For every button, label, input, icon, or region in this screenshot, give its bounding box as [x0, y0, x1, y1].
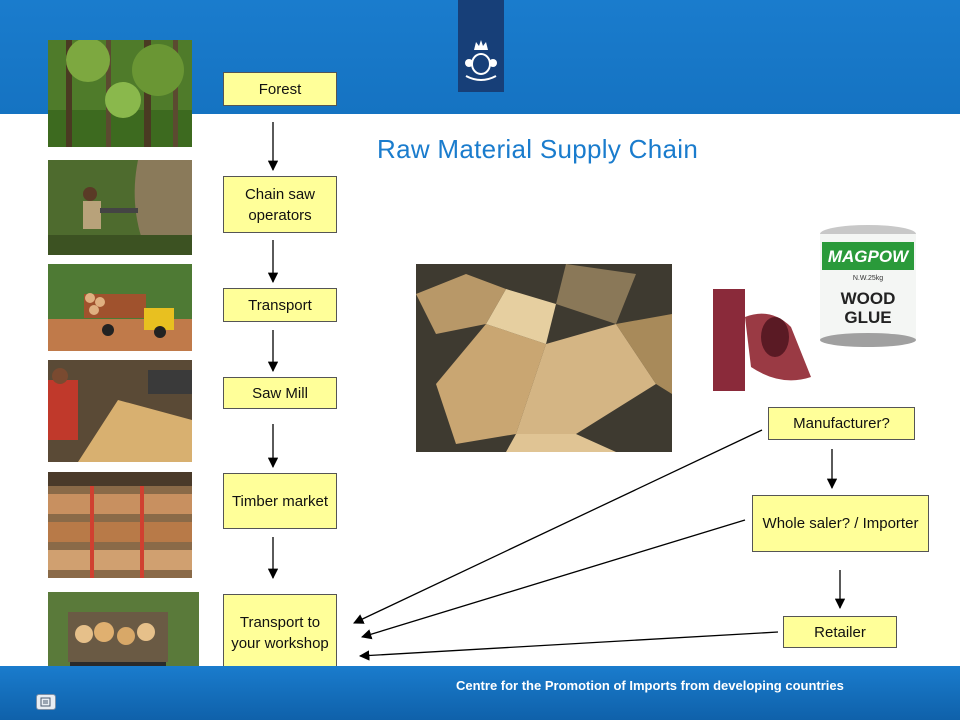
arrow-manufacturer-to-workshop: [353, 429, 763, 624]
timber-market-image: [48, 472, 192, 578]
saw-mill-box: Saw Mill: [223, 377, 337, 409]
slide-navigation-button[interactable]: [36, 694, 56, 710]
arrow-retailer-to-workshop: [358, 631, 779, 661]
footer-text: Centre for the Promotion of Imports from…: [456, 678, 844, 693]
glue-weight-text: N.W.25kg: [853, 275, 883, 282]
forest-image: [48, 40, 192, 147]
emblem: [458, 0, 504, 92]
timber-market-box: Timber market: [223, 473, 337, 529]
chainsaw-operators-box: Chain saw operators: [223, 176, 337, 233]
glue-tin-image: MAGPOW N.W.25kg WOOD GLUE: [820, 225, 916, 347]
glue-line2-text: GLUE: [844, 308, 891, 327]
sandpaper-image: [711, 287, 819, 393]
manufacturer-box: Manufacturer?: [768, 407, 915, 440]
wood-chunks-image: [416, 264, 672, 452]
glue-line1-text: WOOD: [841, 289, 896, 308]
footer-band: [0, 666, 960, 720]
timber-market-photo: [48, 472, 192, 578]
slide-title: Raw Material Supply Chain: [377, 134, 699, 164]
log-truck-image: [48, 264, 192, 351]
sandpaper-photo: [711, 287, 819, 393]
chainsaw-photo: [48, 160, 192, 255]
retailer-box: Retailer: [783, 616, 897, 648]
wood-chunks-photo: [416, 264, 672, 452]
transport-box: Transport: [223, 288, 337, 322]
slide-navigation-icon: [40, 697, 51, 707]
forest-photo: [48, 40, 192, 147]
wood-glue-tin: MAGPOW N.W.25kg WOOD GLUE: [818, 224, 919, 348]
log-truck-photo: [48, 264, 192, 351]
sawmill-image: [48, 360, 192, 462]
glue-brand-text: MAGPOW: [828, 247, 910, 266]
crown-crest-icon: [465, 40, 497, 81]
forest-box: Forest: [223, 72, 337, 106]
chainsaw-image: [48, 160, 192, 255]
sawmill-photo: [48, 360, 192, 462]
arrow-wholesaler-to-workshop: [361, 519, 746, 640]
wholesaler-importer-box: Whole saler? / Importer: [752, 495, 929, 552]
